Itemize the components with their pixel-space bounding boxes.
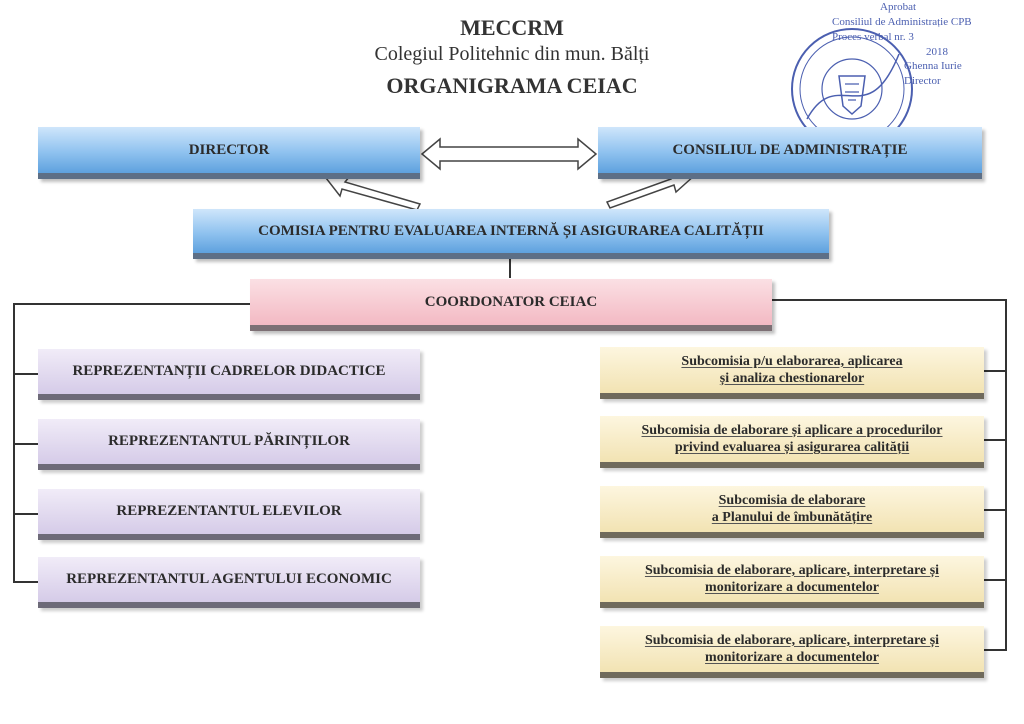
page-title: ORGANIGRAMA CEIAC — [386, 73, 638, 98]
subcommission-line: Subcomisia p/u elaborarea, aplicarea — [681, 353, 903, 369]
subcommission-line: privind evaluarea și asigurarea calități… — [674, 440, 910, 455]
approval-line: Ghenna Iurie — [904, 60, 962, 73]
college-name: Colegiul Politehnic din mun. Bălți — [374, 43, 650, 65]
director-box: DIRECTOR — [38, 127, 420, 179]
subcommission-line: monitorizare a documentelor — [705, 580, 879, 595]
left-item-box: REPREZENTANȚII CADRELOR DIDACTICE — [38, 349, 420, 400]
left-item-box: REPREZENTANTUL AGENTULUI ECONOMIC — [38, 557, 420, 608]
double-arrow — [420, 137, 598, 171]
subcommission-line: Subcomisia de elaborare, aplicare, inter… — [644, 562, 940, 578]
coordinator-box: COORDONATOR CEIAC — [250, 279, 772, 331]
approval-line: Consiliul de Administrație CPB — [832, 15, 972, 28]
approval-line: 2018 — [926, 45, 948, 58]
subcommission-line: Subcomisia de elaborare — [718, 492, 866, 508]
commission-box: COMISIA PENTRU EVALUAREA INTERNĂ ȘI ASIG… — [193, 209, 829, 259]
approval-line: Aprobat — [880, 1, 917, 13]
council-box: CONSILIUL DE ADMINISTRAȚIE — [598, 127, 982, 179]
approval-line: Director — [904, 75, 941, 88]
left-item-box: REPREZENTANTUL ELEVILOR — [38, 489, 420, 540]
official-stamp — [791, 28, 913, 150]
subcommission-line: a Planului de îmbunătățire — [711, 510, 873, 525]
left-item-box: REPREZENTANTUL PĂRINȚILOR — [38, 419, 420, 470]
approval-line: Proces verbal nr. 3 — [832, 30, 914, 43]
arrow-to-director — [324, 175, 422, 211]
subcommission-line: Subcomisia de elaborare, aplicare, inter… — [644, 632, 940, 648]
subcommission-box: Subcomisia de elaborare a Planului de îm… — [600, 486, 984, 538]
subcommission-line: Subcomisia de elaborare și aplicare a pr… — [641, 422, 943, 438]
approval-note: Aprobat Consiliul de Administrație CPB P… — [832, 0, 1007, 89]
subcommission-box: Subcomisia de elaborare și aplicare a pr… — [600, 416, 984, 468]
subcommission-box: Subcomisia p/u elaborarea, aplicarea și … — [600, 347, 984, 399]
subcommission-box: Subcomisia de elaborare, aplicare, inter… — [600, 556, 984, 608]
subcommission-line: și analiza chestionarelor — [719, 371, 865, 386]
ministry-heading: MECCRM — [460, 15, 564, 40]
subcommission-line: monitorizare a documentelor — [705, 650, 879, 665]
subcommission-box: Subcomisia de elaborare, aplicare, inter… — [600, 626, 984, 678]
